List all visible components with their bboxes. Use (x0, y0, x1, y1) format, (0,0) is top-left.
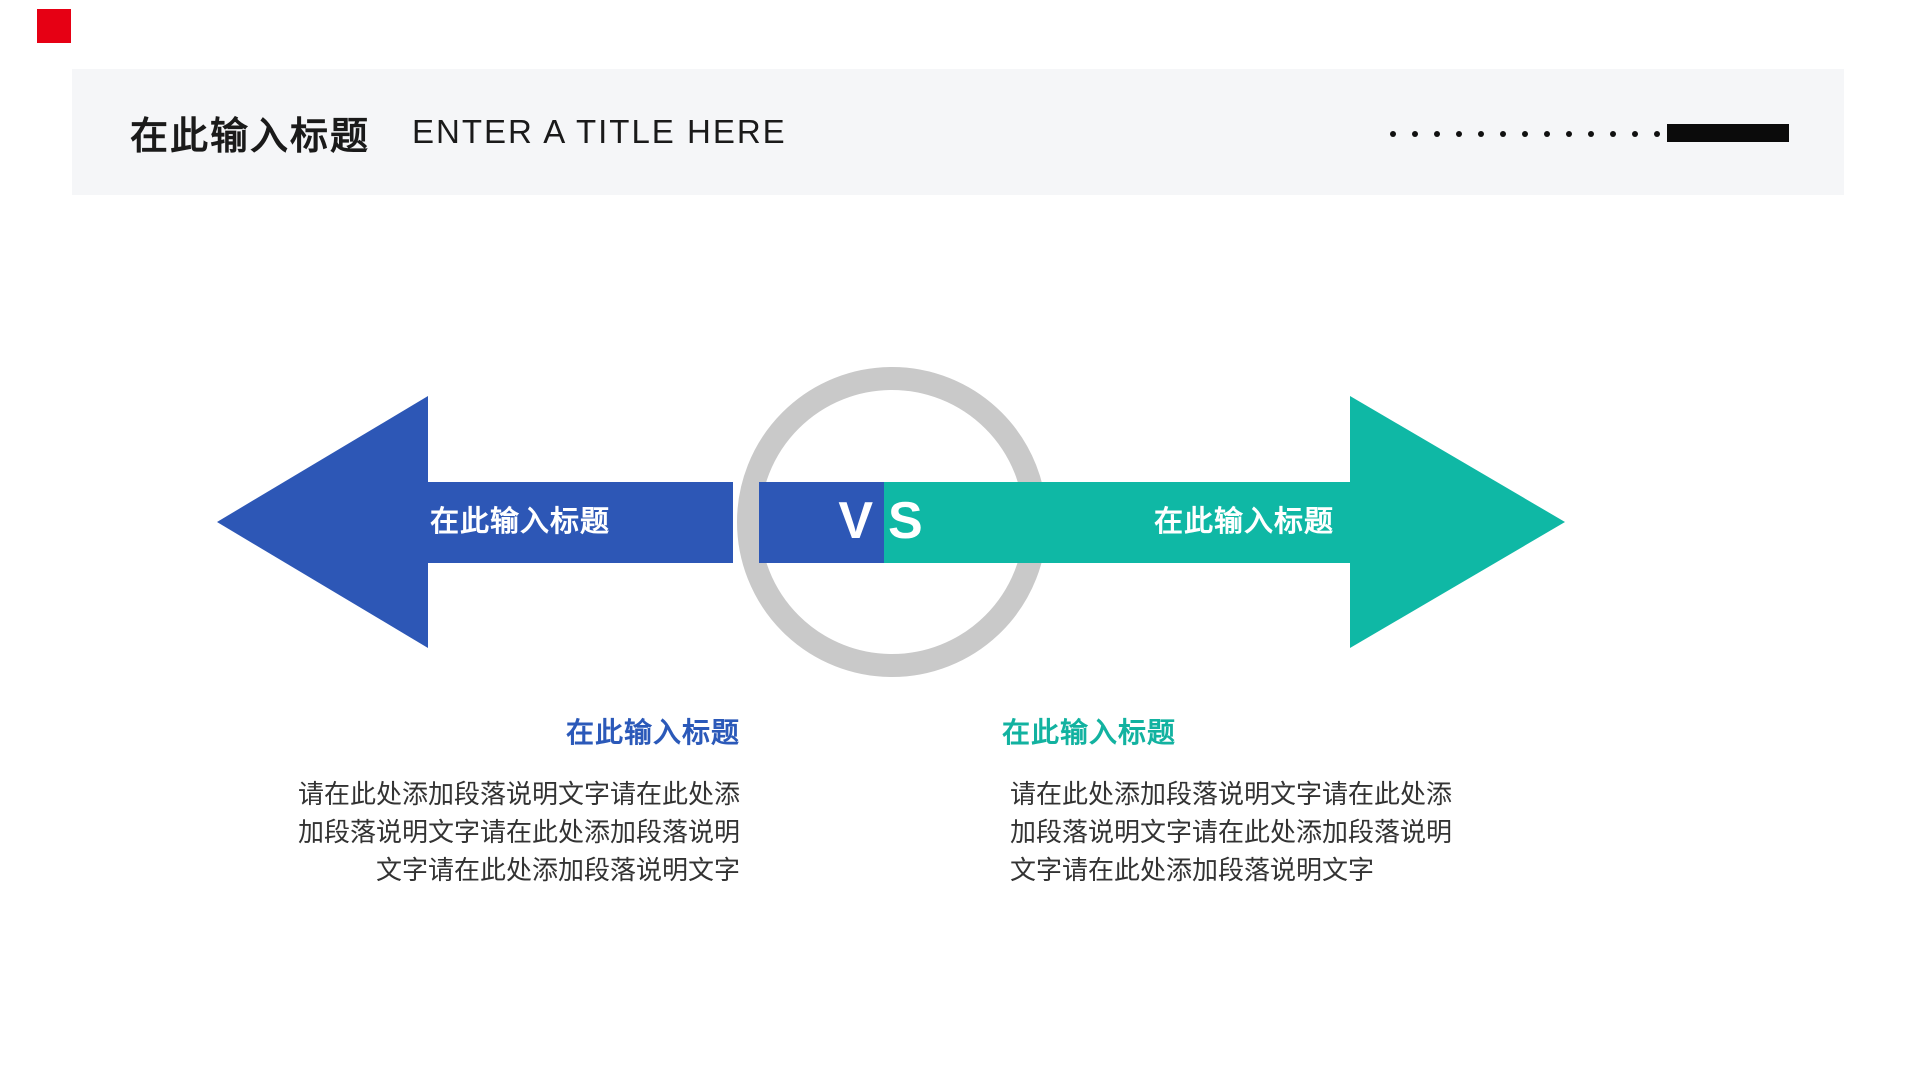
vs-letter-v: V (838, 492, 873, 550)
section-right-paragraph: 请在此处添加段落说明文字请在此处添加段落说明文字请在此处添加段落说明文字请在此处… (1002, 775, 1472, 889)
section-right-heading: 在此输入标题 (1002, 717, 1177, 748)
right-arrow-label: 在此输入标题 (1153, 506, 1334, 538)
vs-left-box (759, 482, 884, 563)
header-dot (1412, 131, 1418, 137)
header-dots-decoration (1390, 131, 1660, 137)
paragraph-line: 请在此处添加段落说明文字请在此处添 (1010, 779, 1453, 809)
header-dot (1500, 131, 1506, 137)
left-arrow-head (217, 396, 428, 648)
section-left-heading: 在此输入标题 (565, 717, 740, 748)
section-left: 在此输入标题 请在此处添加段落说明文字请在此处添加段落说明文字请在此处添加段落说… (290, 711, 740, 889)
vs-letter-s: S (888, 492, 923, 550)
paragraph-line: 请在此处添加段落说明文字请在此处添 (297, 779, 740, 809)
paragraph-line: 加段落说明文字请在此处添加段落说明 (1010, 817, 1453, 847)
header-accent-bar (1667, 124, 1789, 142)
right-arrow-head (1350, 396, 1565, 648)
left-arrow-label: 在此输入标题 (429, 506, 610, 538)
section-right: 在此输入标题 请在此处添加段落说明文字请在此处添加段落说明文字请在此处添加段落说… (1002, 711, 1472, 889)
header-dot (1522, 131, 1528, 137)
header-dot (1456, 131, 1462, 137)
right-arrow-shaft (884, 482, 1350, 563)
page-title-zh: 在此输入标题 (130, 115, 371, 158)
header-dot (1632, 131, 1638, 137)
paragraph-line: 文字请在此处添加段落说明文字 (375, 855, 740, 885)
section-left-paragraph: 请在此处添加段落说明文字请在此处添加段落说明文字请在此处添加段落说明文字请在此处… (290, 775, 740, 889)
header-dot (1588, 131, 1594, 137)
header-dot (1544, 131, 1550, 137)
paragraph-line: 加段落说明文字请在此处添加段落说明 (297, 817, 740, 847)
paragraph-line: 文字请在此处添加段落说明文字 (1010, 855, 1375, 885)
header-dot (1654, 131, 1660, 137)
red-accent-square (37, 9, 71, 43)
left-arrow-shaft (428, 482, 733, 563)
header-dot (1478, 131, 1484, 137)
header-dot (1610, 131, 1616, 137)
header-dot (1390, 131, 1396, 137)
header-dot (1434, 131, 1440, 137)
page-title-en: ENTER A TITLE HERE (412, 113, 787, 150)
header-band: 在此输入标题 ENTER A TITLE HERE (72, 69, 1844, 195)
header-dot (1566, 131, 1572, 137)
